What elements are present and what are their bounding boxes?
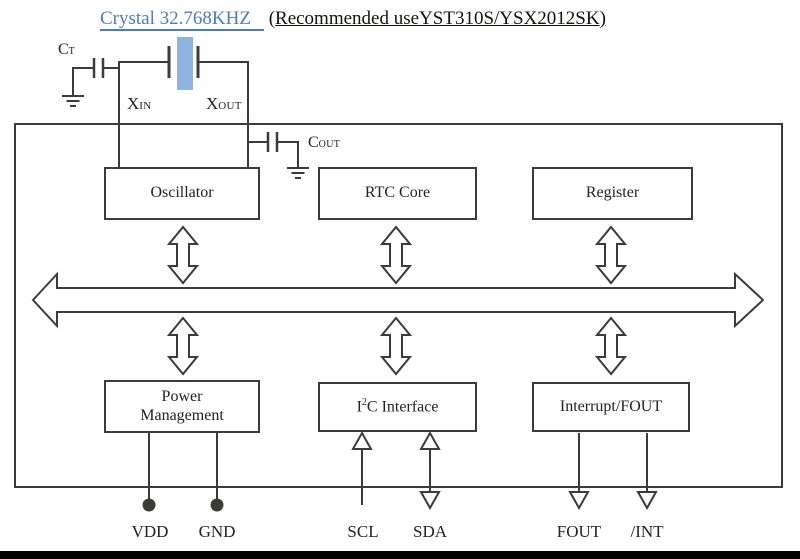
cout-capacitor-label: COUT — [308, 134, 341, 151]
fout-arrowhead-down — [568, 491, 590, 511]
sda-arrowhead-up — [419, 430, 441, 450]
v-arrow-bus-power — [166, 316, 200, 376]
sda-arrowhead-down — [419, 491, 441, 511]
xout-pin-label: XOUT — [206, 94, 242, 113]
block-rtc-core: RTC Core — [318, 167, 477, 220]
crystal-body — [177, 37, 193, 90]
cout-wire — [248, 141, 299, 168]
int-label: /INT — [630, 522, 664, 541]
vdd-pin-dot — [142, 498, 156, 512]
sda-label: SDA — [412, 522, 447, 541]
v-arrow-rtccore-bus — [379, 225, 413, 285]
fout-label: FOUT — [556, 522, 602, 541]
v-arrow-bus-interrupt — [594, 316, 628, 376]
block-interrupt-fout: Interrupt/FOUT — [532, 382, 690, 432]
v-arrow-bus-i2c — [379, 316, 413, 376]
recommendation-paren: ( — [268, 8, 276, 29]
chip-outline — [14, 123, 783, 488]
ct-ground-icon — [62, 95, 84, 107]
block-register: Register — [532, 167, 693, 220]
int-arrowhead-down — [636, 491, 658, 511]
bus-arrow — [31, 271, 765, 329]
ct-capacitor-label: CT — [58, 41, 76, 58]
crystal-spec-link[interactable]: Crystal 32.768KHZ — [100, 8, 264, 31]
scl-label: SCL — [347, 522, 379, 541]
v-arrow-oscillator-bus — [166, 225, 200, 285]
crystal-loop-wire — [118, 61, 249, 167]
gnd-pin-dot — [210, 498, 224, 512]
gnd-label: GND — [198, 522, 236, 541]
cout-ground-icon — [287, 167, 309, 179]
recommendation-text: Recommended useYST310S/YSX2012SK) — [275, 8, 606, 29]
block-power-management: Power Management — [104, 380, 260, 433]
xin-pin-label: XIN — [127, 94, 152, 113]
block-i2c-interface: I2C Interface — [318, 382, 477, 432]
ct-wire — [72, 67, 119, 96]
scl-arrowhead-up — [351, 430, 373, 450]
vdd-label: VDD — [131, 522, 169, 541]
header-title: Crystal 32.768KHZ (Recommended useYST310… — [100, 7, 606, 31]
bottom-black-bar — [0, 551, 800, 559]
v-arrow-register-bus — [594, 225, 628, 285]
block-oscillator: Oscillator — [104, 167, 260, 220]
